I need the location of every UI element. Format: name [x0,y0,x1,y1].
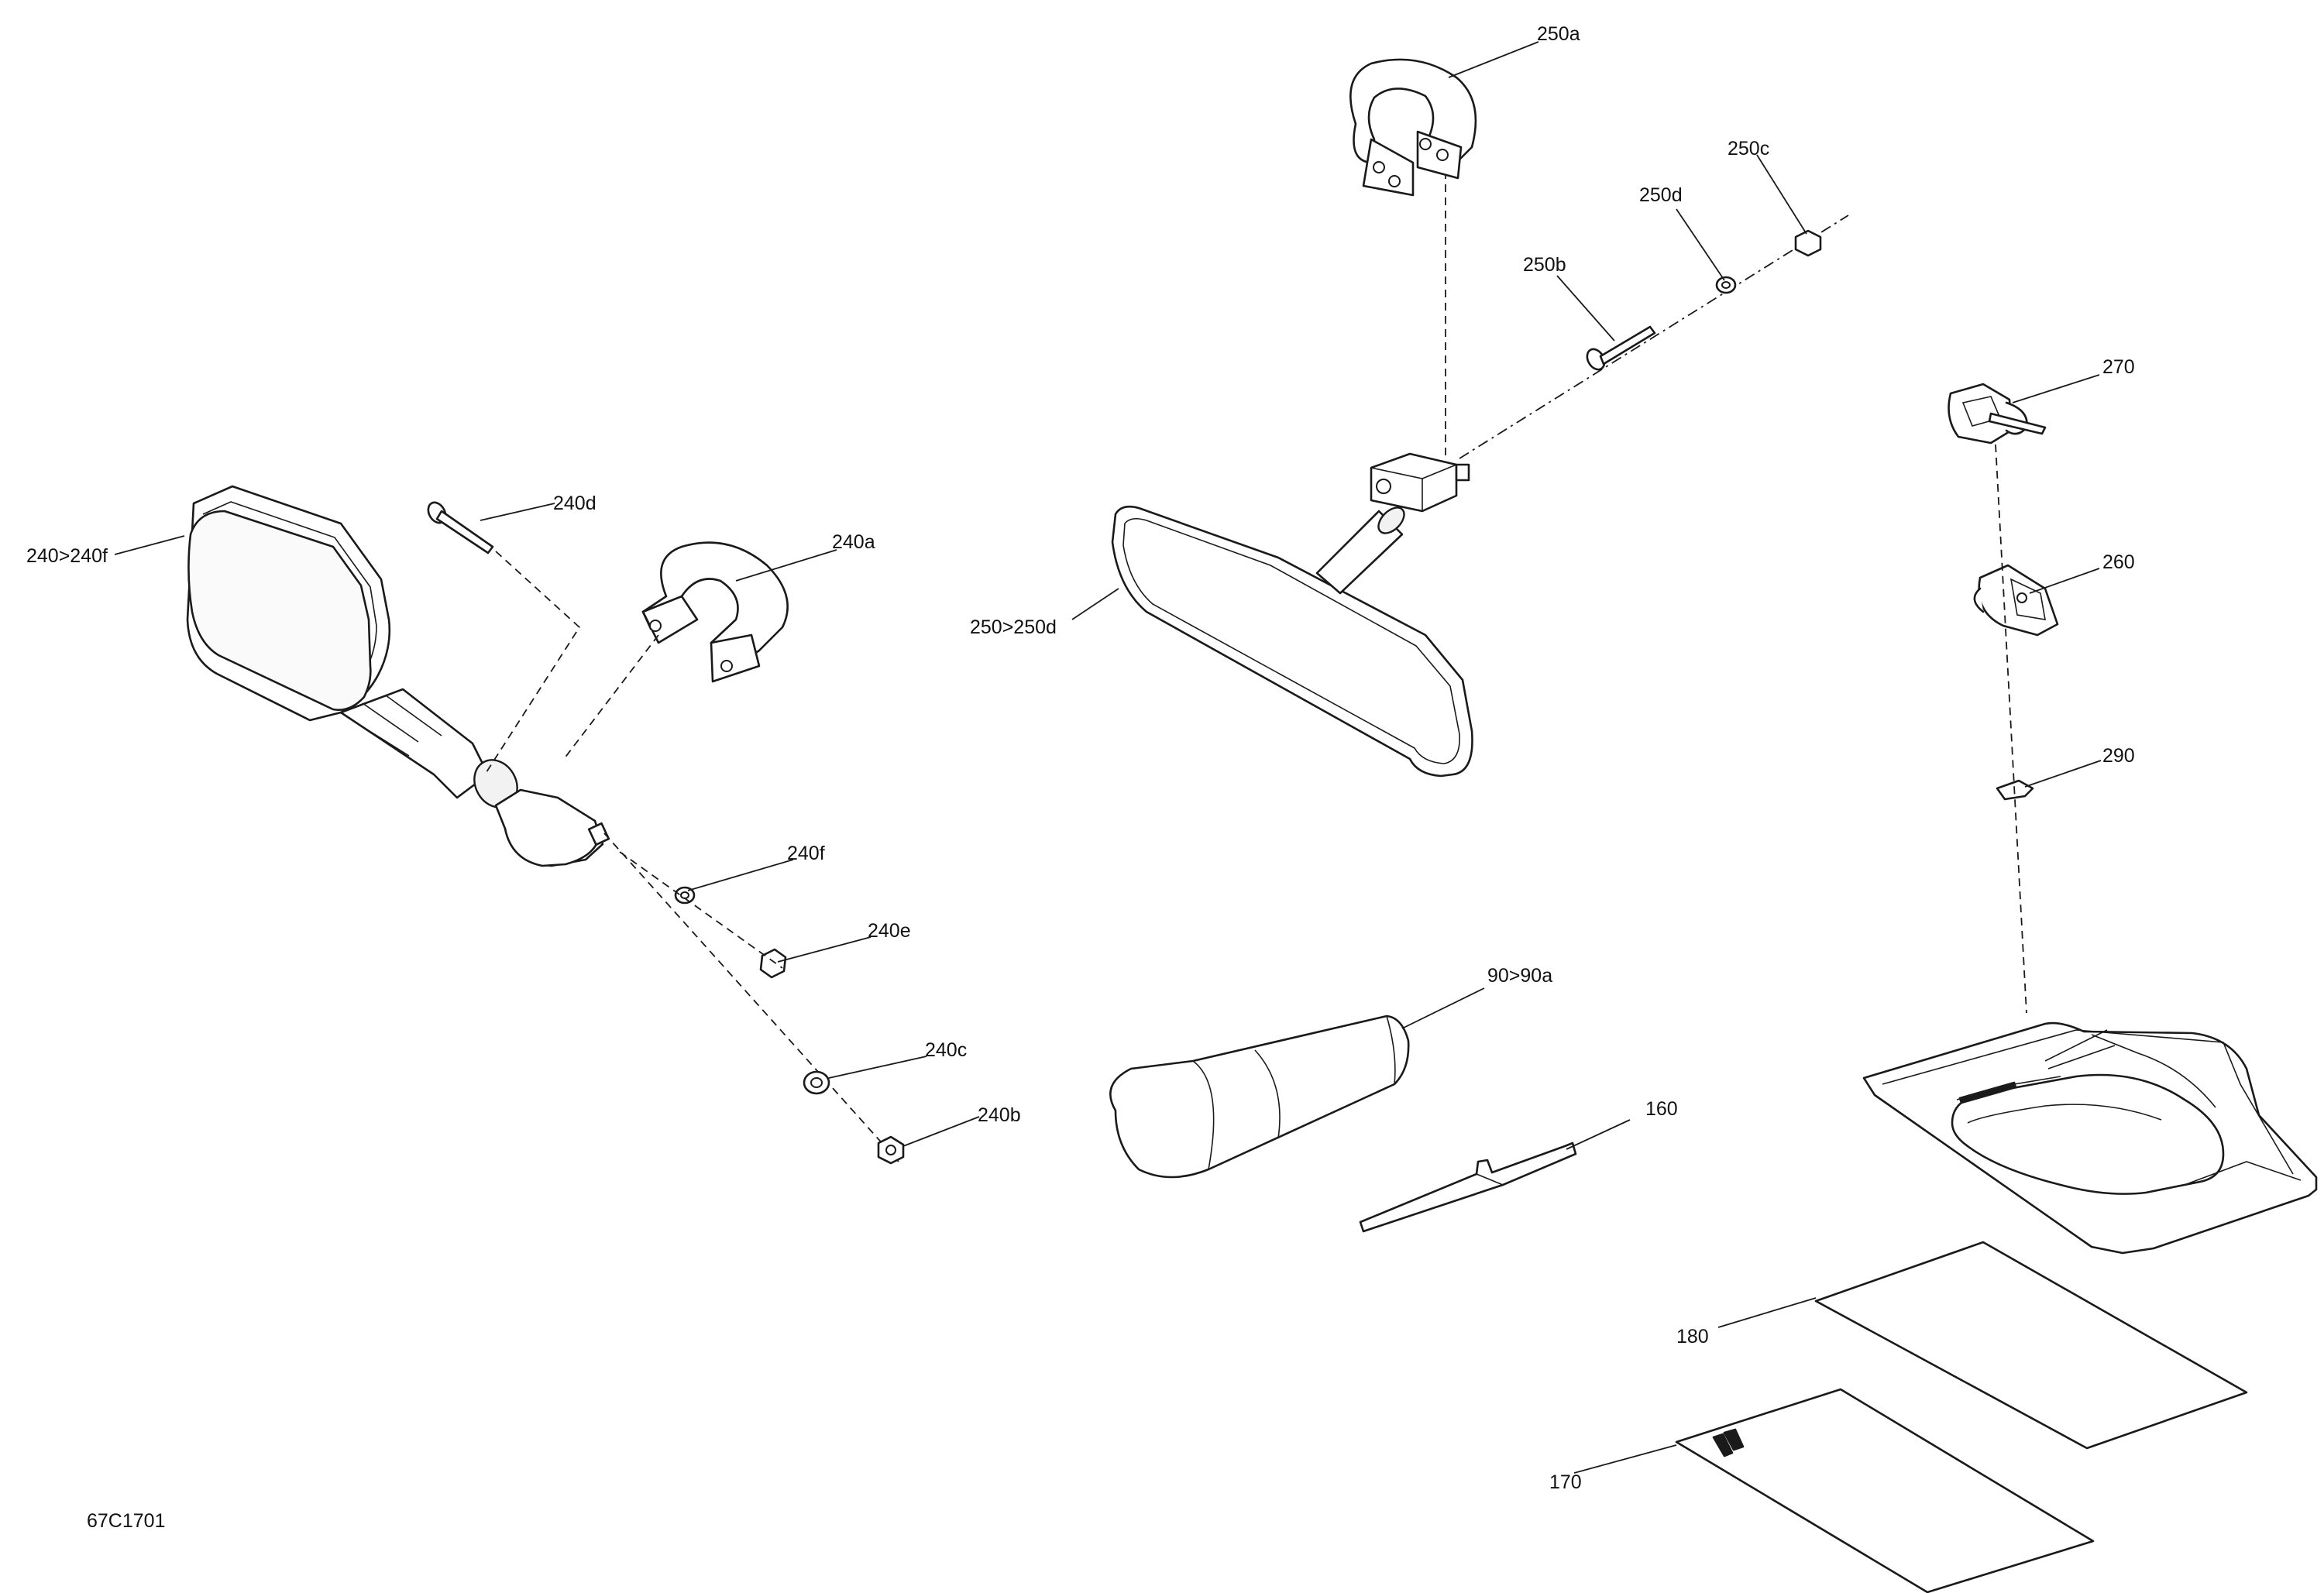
side-mirror-assembly [186,485,899,1162]
callout-90-90a: 90>90a [1487,965,1552,987]
callout-240c: 240c [925,1039,967,1061]
callout-270: 270 [2102,356,2135,378]
clamp-250a [1349,58,1477,197]
nut-240e [759,948,787,979]
callout-240f: 240f [787,843,825,864]
clamp-240a [563,541,789,760]
tool-160 [1359,1142,1577,1233]
callout-250b: 250b [1523,254,1566,276]
leader-lines [114,41,2102,1474]
callout-240a: 240a [832,531,875,553]
callout-250d: 250d [1639,184,1683,206]
callout-170: 170 [1549,1471,1582,1493]
callout-250c: 250c [1728,138,1769,160]
callout-290: 290 [2102,745,2135,767]
callout-180: 180 [1676,1326,1709,1348]
washer-240c [803,1070,830,1095]
callout-250a: 250a [1537,23,1580,45]
document-180 [1814,1241,2248,1450]
connector-270 [1948,383,2047,445]
callout-240e: 240e [868,920,911,942]
shifter-knob-90 [1109,1015,1410,1179]
switch-260 [1973,564,2059,637]
callout-240-240f: 240>240f [26,545,108,567]
nut-250c [1794,229,1822,257]
storage-tray [1862,1021,2318,1255]
document-170 [1675,1388,2095,1593]
callout-labels: 240>240f 240d 240a 240f 240e 240c 240b 2… [26,23,2135,1532]
callout-160: 160 [1645,1098,1678,1120]
washer-250d [1715,276,1737,294]
callout-260: 260 [2102,551,2135,573]
bolt-240d [427,501,581,775]
diagram-code: 67C1701 [87,1510,165,1532]
nut-240b [877,1135,905,1165]
callout-250-250d: 250>250d [970,616,1057,638]
callout-240d: 240d [553,493,596,514]
rear-view-mirror-assembly [1111,132,1849,778]
callout-240b: 240b [978,1104,1021,1126]
bolt-250b [1586,325,1656,371]
